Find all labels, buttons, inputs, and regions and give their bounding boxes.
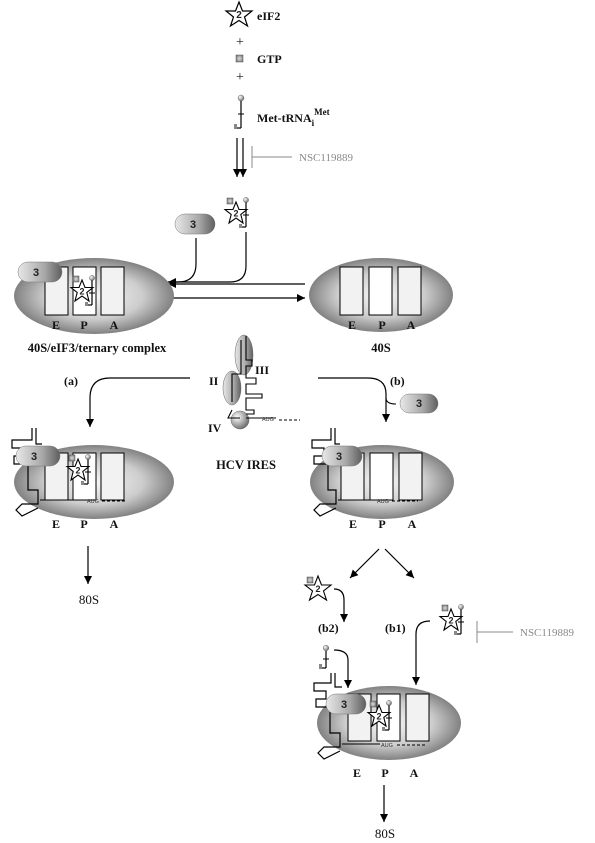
plus-sign-1: +	[236, 35, 244, 50]
s40-label: 40S	[371, 341, 391, 355]
s80-label-bottom: 80S	[375, 826, 395, 841]
complex-label: 40S/eIF3/ternary complex	[28, 341, 167, 355]
arrow-split-to-b2	[349, 548, 380, 579]
pathway-b1-label: (b1)	[385, 621, 406, 635]
trna-b2	[319, 645, 330, 669]
arrow-b2-lower	[333, 649, 352, 688]
eif2-label: eIF2	[257, 9, 280, 23]
hcv-ires-label: HCV IRES	[216, 458, 276, 472]
site-e-right: E	[349, 517, 357, 531]
gtp-label: GTP	[257, 52, 282, 66]
aug-label-bottom: AUG	[381, 743, 393, 749]
arrow-b2-upper	[333, 588, 348, 622]
domain-ii-label: II	[209, 374, 219, 388]
site-e-topright: E	[348, 318, 356, 332]
eif3-number-right: 3	[336, 451, 342, 463]
pathway-a-arrow	[86, 377, 190, 427]
ternary-complex-b1	[439, 603, 465, 636]
eif3-number-bottom: 3	[341, 699, 347, 711]
ribosome-48s-left: 3 AUG	[11, 428, 174, 519]
site-p-bottom: P	[381, 766, 388, 780]
aug-label-ires: AUG	[262, 417, 274, 423]
site-a-left: A	[110, 517, 119, 531]
ribosome-complex-topleft: 3	[14, 258, 174, 334]
eif2-gtp-complex-b2: 2	[303, 574, 333, 602]
site-e-bottom: E	[353, 766, 361, 780]
domain-iii-label: III	[255, 363, 269, 377]
site-a-topright: A	[407, 318, 416, 332]
s80-label-left: 80S	[79, 592, 99, 607]
site-e-left: E	[52, 517, 60, 531]
site-e-topleft: E	[52, 318, 60, 332]
eif2-star-number: 2	[236, 10, 242, 21]
eif3-number-topleft: 3	[33, 267, 39, 279]
site-a-bottom: A	[410, 766, 419, 780]
eif3-number-left: 3	[31, 451, 37, 463]
pathway-b2-label: (b2)	[318, 621, 339, 635]
eif2-legend-star: 2	[224, 0, 254, 28]
inhibitor-label-b1: NSC119889	[520, 627, 574, 639]
eif3-free-number: 3	[190, 219, 196, 231]
aug-label-left: AUG	[87, 499, 99, 505]
arrow-split-to-b1	[384, 548, 415, 579]
inhibitor-label-top: NSC119889	[299, 152, 353, 164]
eif3-free-pill: 3	[174, 213, 216, 235]
ribosome-ires-right: 3 AUG	[310, 428, 454, 519]
ribosome-48s-bottom: 3 AUG	[313, 673, 461, 760]
ternary-binding-arrow	[168, 232, 247, 283]
pathway-b-label: (b)	[390, 374, 405, 388]
site-p-topleft: P	[80, 318, 87, 332]
ternary-complex-free	[224, 196, 250, 229]
eif2-number-b2: 2	[315, 584, 320, 594]
eif3-number-pathway-b: 3	[416, 398, 422, 410]
ribosome-40s-topright	[309, 258, 453, 332]
arrow-b1	[412, 620, 431, 685]
site-p-left: P	[80, 517, 87, 531]
met-trna-legend-icon	[234, 94, 245, 129]
domain-iv-label: IV	[208, 421, 222, 435]
plus-sign-2: +	[236, 70, 244, 85]
site-p-topright: P	[378, 318, 385, 332]
hcv-ires-structure: AUG	[222, 334, 300, 430]
site-p-right: P	[378, 517, 385, 531]
eif3-binding-arrow	[168, 238, 197, 286]
aug-label-right: AUG	[377, 499, 389, 505]
pathway-a-label: (a)	[64, 374, 78, 388]
gtp-legend-square	[235, 54, 244, 63]
site-a-topleft: A	[110, 318, 119, 332]
met-trna-label: Met-tRNAiMet	[257, 107, 330, 128]
eif3-pill-pathway-b: 3	[385, 393, 439, 414]
site-a-right: A	[408, 517, 417, 531]
pathway-b-arrow	[318, 377, 390, 422]
